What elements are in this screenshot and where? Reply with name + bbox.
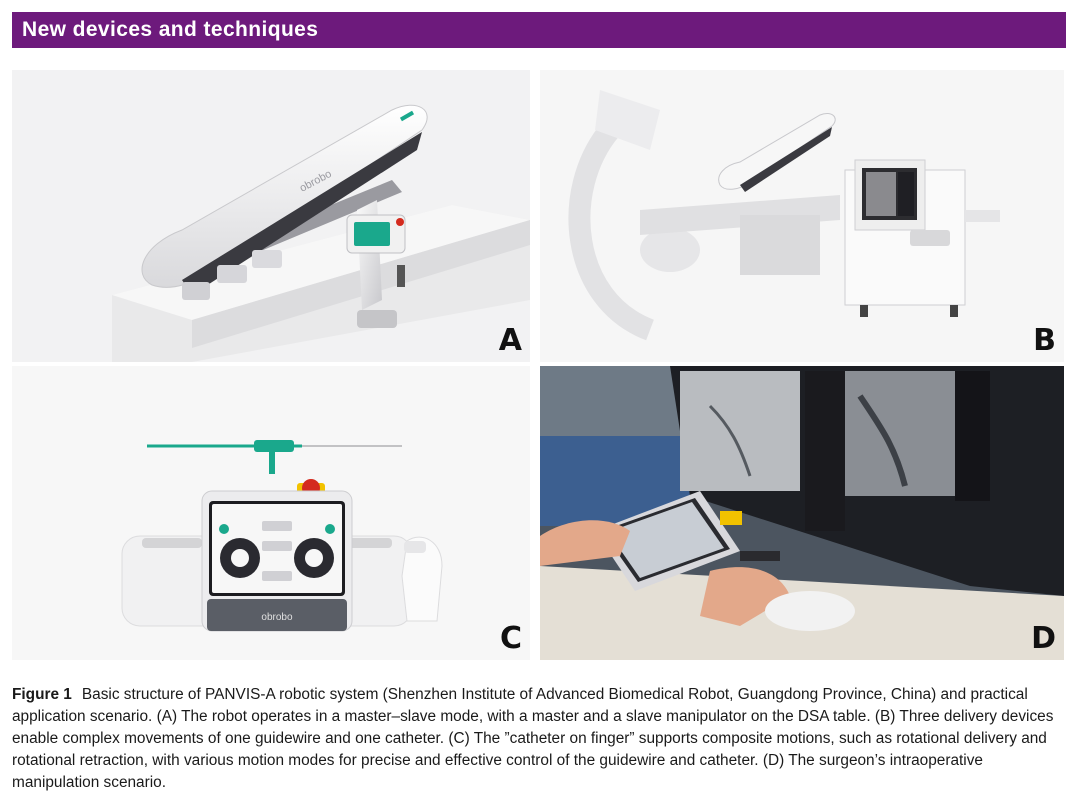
- system-overview-illustration: [568, 90, 1000, 341]
- intraoperative-scene-illustration: [540, 366, 1064, 660]
- figure-label: Figure 1: [12, 686, 72, 703]
- section-banner: New devices and techniques: [12, 12, 1066, 48]
- slave-manipulator-illustration: obrobo: [112, 104, 530, 362]
- panel-label-a: A: [498, 323, 522, 358]
- figure-panel-c: obrobo C: [12, 366, 530, 660]
- panel-label-d: D: [1031, 621, 1056, 656]
- figure-panel-a: obrobo A: [12, 70, 530, 362]
- controller-brand-logo: obrobo: [261, 612, 293, 623]
- panel-label-b: B: [1033, 323, 1056, 358]
- figure-caption-text: Basic structure of PANVIS-A robotic syst…: [12, 686, 1054, 791]
- master-controller-illustration: obrobo: [121, 440, 443, 632]
- panel-label-c: C: [499, 621, 522, 656]
- figure-panel-b: B: [540, 70, 1064, 362]
- figure-panel-d: D: [540, 366, 1064, 660]
- section-title: New devices and techniques: [22, 18, 319, 41]
